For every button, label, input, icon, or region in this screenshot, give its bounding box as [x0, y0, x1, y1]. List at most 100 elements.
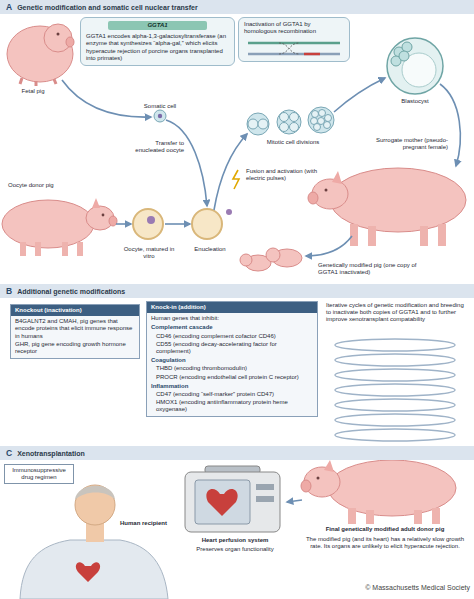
- donor-pig-part: [348, 508, 356, 524]
- piglets-part: [266, 248, 280, 262]
- perfusion-device: [185, 466, 280, 532]
- animal-label: Surrogate mother (pseudo-pregnant female…: [358, 137, 448, 151]
- step-label: Mitotic cell divisions: [250, 139, 336, 146]
- recombination-symbol: [244, 38, 344, 58]
- person-label: Human recipient: [120, 520, 176, 527]
- mitotic-cells-part: [290, 113, 299, 122]
- electric-pulse: [233, 170, 239, 189]
- box-item: Complement cascade: [147, 324, 317, 331]
- step-label: Transfer to enucleated oocyte: [128, 140, 184, 154]
- blastocyst-part: [402, 42, 412, 52]
- perfusion-device-part: [256, 496, 274, 502]
- note-box: Immunosuppressive drug regimen: [4, 464, 74, 484]
- blastocyst-part: [399, 51, 409, 61]
- fetal-pig: [7, 24, 74, 86]
- stage-label: Fetal pig: [8, 88, 58, 95]
- section-title: Xenotransplantation: [17, 450, 85, 458]
- cell-label: Oocyte, matured in vitro: [120, 246, 178, 260]
- section-letter: A: [6, 2, 12, 12]
- perfusion-device-part: [195, 480, 250, 524]
- box-item: GHR, pig gene encoding growth hormone re…: [11, 341, 139, 355]
- box-item: PROCR (encoding endothelial cell protein…: [147, 374, 317, 381]
- box-item: CD46 (encoding complement cofactor CD46): [147, 333, 317, 340]
- blastocyst-part: [387, 38, 443, 94]
- mitotic-cells-part: [308, 107, 334, 133]
- animal-note: The modified pig (and its heart) has a r…: [300, 536, 470, 550]
- box-item: B4GALNT2 and CMAH, pig genes that encode…: [11, 318, 139, 340]
- gene-panel: GGTA1GGTA1 encodes alpha-1,3-galactosylt…: [80, 17, 235, 66]
- gene-description: GGTA1 encodes alpha-1,3-galactosyltransf…: [86, 33, 229, 62]
- mitotic-cells-part: [280, 123, 289, 132]
- fetal-pig-part: [66, 37, 74, 47]
- donor-pig-part: [414, 510, 422, 524]
- electric-pulse-part: [233, 170, 239, 189]
- process-arrow-part: [165, 223, 190, 225]
- donor-pig-part: [324, 460, 334, 472]
- enucleated-oocyte: [192, 209, 232, 239]
- box-heading: Knock-in (addition): [147, 302, 317, 313]
- perfusion-device-part: [256, 484, 274, 490]
- box-item: Human genes that inhibit:: [147, 315, 317, 322]
- breeding-helix: [335, 339, 455, 441]
- fetal-pig-part: [57, 33, 60, 36]
- section-band: A Genetic modification and somatic cell n…: [0, 0, 474, 14]
- breeding-helix-part: [335, 429, 455, 441]
- process-arrow-part: [287, 500, 302, 502]
- surrogate-mother-pig-part: [332, 171, 342, 184]
- human-recipient-part: [76, 562, 100, 582]
- animal-label: Genetically modified pig (one copy of GG…: [318, 262, 430, 276]
- surrogate-mother-pig: [308, 168, 466, 246]
- breeding-helix-part: [335, 354, 455, 366]
- knockin-box: Knock-in (addition) Human genes that inhi…: [146, 301, 318, 417]
- perfusion-device-part: [185, 472, 280, 532]
- human-recipient-part: [20, 540, 168, 599]
- section-title: Genetic modification and somatic cell nu…: [17, 4, 198, 12]
- oocyte-donor-pig-part: [62, 242, 68, 256]
- animal-label: Oocyte donor pig: [8, 182, 88, 189]
- human-recipient: [20, 485, 168, 599]
- breeding-helix-part: [335, 414, 455, 426]
- oocyte-donor-pig-part: [102, 214, 105, 217]
- breeding-helix-part: [335, 339, 455, 351]
- knockout-box: Knockout (inactivation)B4GALNT2 and CMAH…: [10, 304, 140, 359]
- piglets-part: [240, 254, 252, 266]
- oocyte-donor-pig-part: [77, 242, 83, 256]
- process-arrow-part: [62, 80, 151, 117]
- donor-pig-part: [432, 508, 440, 524]
- oocyte-donor-pig-part: [92, 198, 100, 208]
- process-arrow-part: [334, 78, 385, 112]
- oocyte-donor-pig-part: [109, 216, 117, 226]
- surrogate-mother-pig-part: [350, 224, 358, 246]
- step-label: Enucleation: [185, 246, 235, 253]
- process-arrow-part: [166, 120, 207, 206]
- mitotic-cells-part: [277, 110, 301, 134]
- surrogate-mother-pig-part: [325, 189, 328, 192]
- breeding-helix-part: [335, 384, 455, 396]
- oocyte-donor-pig-part: [20, 242, 26, 256]
- process-arrow-part: [306, 236, 352, 256]
- crossover-line: [279, 43, 299, 54]
- process-arrow-part: [214, 134, 247, 210]
- mitotic-cells-part: [325, 115, 332, 122]
- mitotic-cells-part: [312, 111, 319, 118]
- breeding-helix-part: [335, 369, 455, 381]
- recombination-panel: Inactivation of GGTA1 by homologous reco…: [238, 17, 350, 62]
- oocyte-donor-pig: [2, 198, 117, 256]
- mitotic-cells: [247, 107, 334, 135]
- surrogate-mother-pig-part: [312, 179, 348, 209]
- step-label: Fusion and activation (with electric pul…: [246, 168, 332, 182]
- box-item: HMOX1 (encoding antiinflammatory protein…: [147, 399, 317, 413]
- somatic-cell: [154, 110, 166, 122]
- oocyte-donor-pig-part: [2, 200, 94, 248]
- mitotic-cells-part: [290, 123, 299, 132]
- mitotic-cells-part: [248, 119, 258, 129]
- section-band: CXenotransplantation: [0, 446, 474, 460]
- human-recipient-part: [75, 486, 115, 500]
- box-text: Immunosuppressive drug regimen: [8, 467, 70, 481]
- gene-name: GGTA1: [108, 21, 207, 30]
- section-title: Additional genetic modifications: [17, 288, 125, 296]
- oocyte-part: [133, 209, 163, 239]
- mitotic-cells-part: [280, 113, 289, 122]
- surrogate-mother-pig-part: [368, 226, 376, 246]
